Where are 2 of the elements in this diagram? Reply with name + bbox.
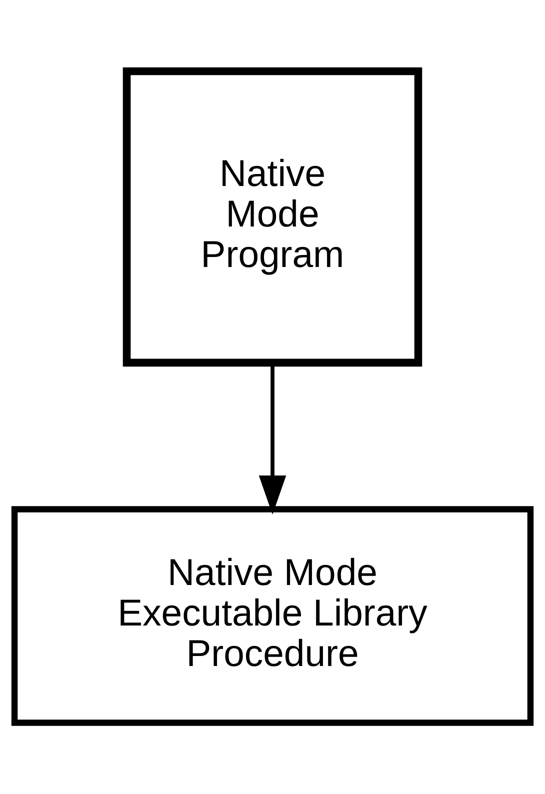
node-box: Native Mode Executable Library Procedure (11, 506, 534, 726)
node-box: Native Mode Program (122, 67, 422, 367)
